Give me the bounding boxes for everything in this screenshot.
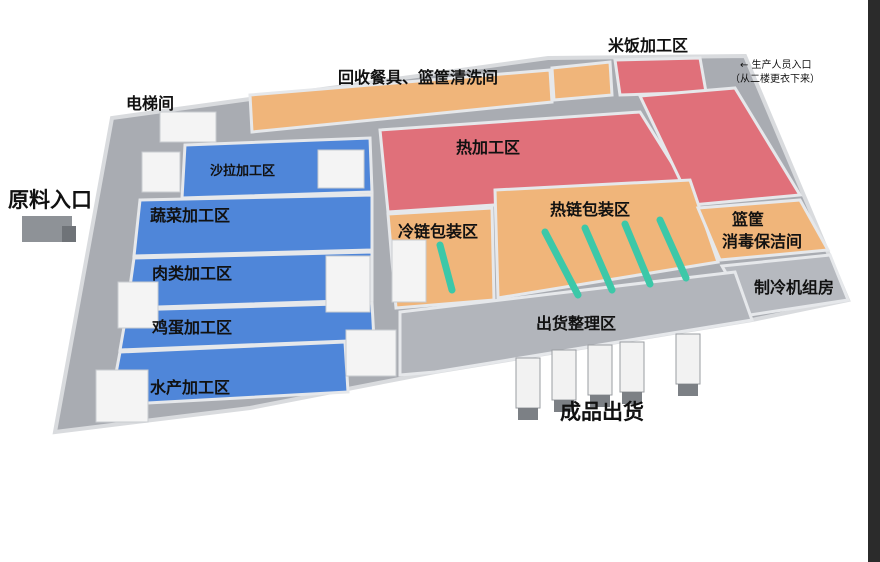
label-meat: 肉类加工区	[152, 264, 233, 283]
label-staff-entry-note: （从二楼更衣下来）	[730, 74, 820, 85]
conveyor-2	[581, 224, 616, 294]
label-hot-processing: 热加工区	[456, 138, 521, 157]
conveyor-5	[436, 241, 456, 294]
conveyor-4	[656, 216, 690, 282]
label-basket: 篮筐	[732, 210, 765, 229]
label-hot-pack: 热链包装区	[550, 200, 631, 219]
truck-cab	[554, 400, 574, 412]
truck-cab	[622, 392, 642, 404]
zone-return-wash	[248, 68, 554, 134]
label-cold-pack: 冷链包装区	[398, 222, 479, 241]
label-refrigeration: 制冷机组房	[754, 278, 835, 297]
label-return-wash: 回收餐具、篮筐清洗间	[338, 68, 499, 87]
right-edge-strip	[868, 0, 880, 562]
label-rice: 米饭加工区	[608, 36, 689, 55]
truck-cab	[590, 395, 610, 407]
label-staff-entry: ← 生产人员入口	[740, 60, 812, 71]
zone-rice	[613, 56, 708, 97]
label-seafood: 水产加工区	[150, 378, 231, 397]
delivery-truck	[619, 341, 645, 404]
delivery-truck	[515, 357, 541, 420]
truck-body	[551, 349, 577, 401]
truck-cab	[678, 384, 698, 396]
truck-body	[515, 357, 541, 409]
truck-body	[675, 333, 701, 385]
truck-body	[619, 341, 645, 393]
delivery-truck	[551, 349, 577, 412]
truck-cab	[62, 226, 76, 242]
rack-cold	[391, 239, 427, 303]
zone-vegetable	[132, 193, 374, 258]
zone-return-wash-right	[550, 60, 614, 102]
zone-hot-processing-right	[637, 86, 803, 207]
label-vegetable: 蔬菜加工区	[150, 206, 231, 225]
truck-cab	[518, 408, 538, 420]
label-salad: 沙拉加工区	[210, 164, 276, 179]
conveyor-3	[621, 220, 654, 288]
raw-material-truck	[22, 216, 76, 242]
label-raw-entrance: 原料入口	[8, 188, 92, 212]
rack-seafood-2	[345, 329, 397, 377]
zone-basket-sterilize	[695, 198, 831, 262]
label-shipping-sort: 出货整理区	[536, 314, 617, 333]
label-elevator: 电梯间	[126, 94, 175, 113]
label-basket-sterilize: 消毒保洁间	[722, 232, 803, 251]
equipment-racks	[95, 111, 427, 423]
packing-conveyors	[436, 216, 690, 299]
label-finished-goods: 成品出货	[560, 400, 644, 424]
delivery-truck	[675, 333, 701, 396]
conveyor-1	[541, 228, 582, 299]
zone-hot-pack	[493, 178, 720, 300]
rack-seafood	[95, 369, 149, 423]
rack-egg	[117, 281, 159, 329]
rack-salad	[141, 151, 181, 193]
rack-salad-2	[317, 149, 365, 189]
delivery-truck	[587, 344, 613, 407]
label-egg: 鸡蛋加工区	[152, 318, 233, 337]
rack-meat	[325, 255, 371, 313]
rack-elevator	[159, 111, 217, 143]
delivery-trucks	[515, 333, 701, 420]
truck-body	[587, 344, 613, 396]
